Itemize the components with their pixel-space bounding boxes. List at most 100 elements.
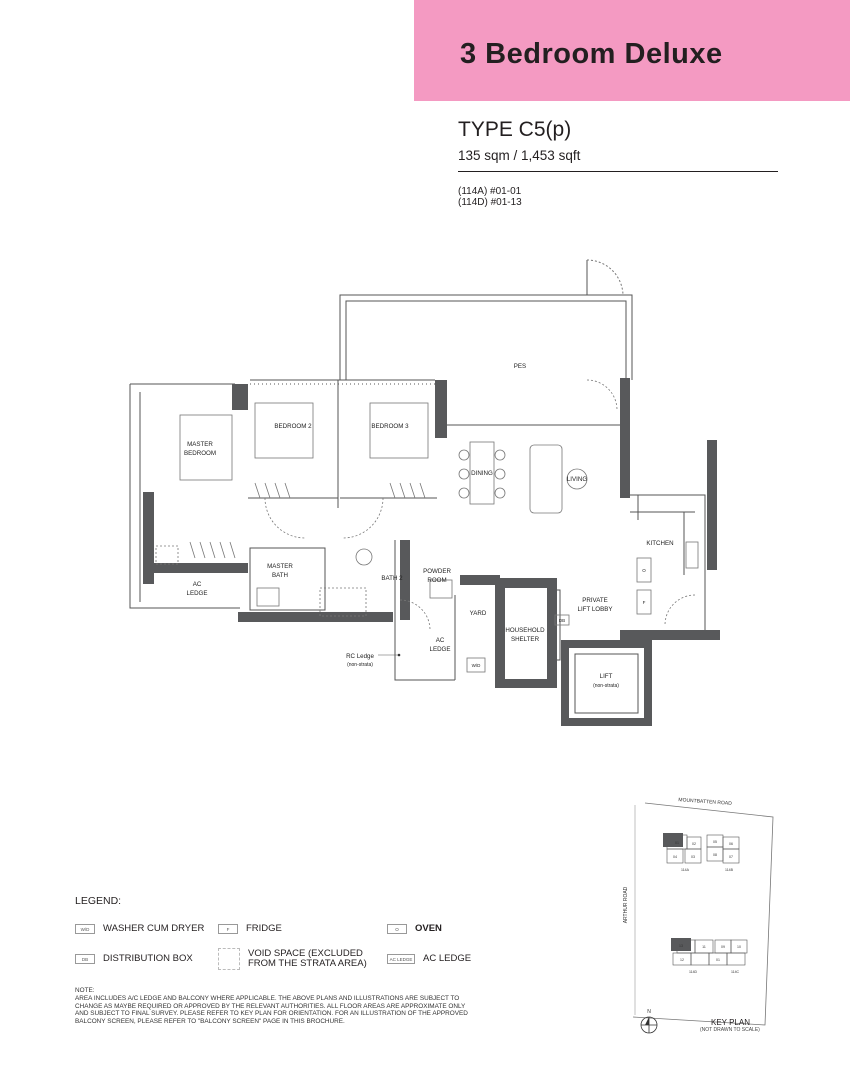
dining-chair	[458, 468, 470, 480]
block-unit	[722, 848, 740, 864]
room-label-pes: PES	[514, 363, 526, 370]
legend-label-line: VOID SPACE (EXCLUDED	[248, 947, 363, 959]
lift-cabin-void	[569, 648, 644, 718]
legend-item-db: DB DISTRIBUTION BOX	[75, 947, 193, 971]
legend-item-fridge: F FRIDGE	[218, 917, 282, 941]
door-swing	[586, 379, 618, 411]
room-label-powder-room: POWDER	[423, 568, 451, 575]
room-label-living: LIVING	[567, 476, 587, 483]
key-unit-no: 08	[713, 853, 717, 857]
door-swing	[399, 599, 431, 631]
legend-item-ac: AC LEDGE AC LEDGE	[387, 947, 471, 971]
room-label-bedroom-3: BEDROOM 3	[371, 423, 409, 430]
bedroom-3-wardrobe	[389, 482, 426, 499]
pes-door-swing	[586, 259, 624, 296]
key-unit-no: 05	[713, 840, 717, 844]
door-swing	[264, 497, 306, 539]
title-divider	[458, 171, 778, 172]
wall-block	[238, 612, 393, 622]
oven-legend-symbol: O	[387, 924, 407, 934]
dining-chair	[494, 449, 506, 461]
kitchen-outline	[620, 494, 706, 636]
wd-symbol-box	[466, 657, 486, 673]
wall-block	[400, 540, 410, 620]
key-unit-no: 07	[729, 855, 733, 859]
room-label-private-lift-lobby: LIFT LOBBY	[578, 606, 613, 613]
legend-item-oven: O OVEN	[387, 917, 442, 941]
dining-chair	[458, 487, 470, 499]
wall-block	[460, 575, 500, 585]
oven-symbol	[636, 557, 652, 583]
key-unit-no: 03	[691, 855, 695, 859]
wall-block	[143, 492, 154, 584]
void-legend-symbol	[218, 948, 240, 970]
unit-type-title: TYPE C5(p)	[458, 118, 572, 141]
key-unit-no: 04	[673, 855, 677, 859]
room-label-private-lift-lobby: PRIVATE	[582, 597, 608, 604]
room-label-rc-ledge: RC Ledge	[346, 653, 374, 660]
room-label-ac-ledge: AC	[193, 581, 202, 588]
master-bath-outline	[249, 547, 326, 611]
door-swing	[342, 497, 384, 539]
wardrobe-void	[155, 545, 179, 565]
oven-label: O	[642, 568, 646, 573]
room-label-ac-ledge: LEDGE	[187, 590, 208, 597]
db-symbol: DB	[559, 618, 565, 623]
block-unit	[684, 848, 702, 864]
room-label-lift: (non-strata)	[593, 683, 619, 689]
door-swing	[664, 594, 696, 626]
ac-legend-symbol: AC LEDGE	[387, 954, 415, 964]
site-boundary	[632, 802, 774, 1026]
key-plan: MOUNTBATTEN ROAD ARTHUR ROAD 0	[605, 795, 785, 1045]
master-bed	[179, 414, 233, 481]
key-unit-no: 01	[716, 958, 720, 962]
floor-plan: PES MASTER BEDROOM BEDROOM 2 BEDROOM 3 D…	[100, 250, 750, 750]
sofa	[529, 444, 563, 514]
key-unit-no: 12	[680, 958, 684, 962]
key-unit-no: 11	[702, 945, 706, 949]
db-legend-symbol: DB	[75, 954, 95, 964]
bedroom-2-bed	[254, 402, 314, 459]
master-bath-shower	[319, 587, 367, 617]
unit-area: 135 sqm / 1,453 sqft	[458, 148, 581, 163]
arthur-road-label: ARTHUR ROAD	[623, 886, 629, 923]
wall-block	[154, 563, 248, 573]
room-label-powder-room: ROOM	[427, 577, 446, 584]
pes-inner-line	[345, 300, 627, 380]
key-unit-no: 01	[675, 841, 679, 845]
pes-outline	[339, 294, 633, 380]
rc-ledge-outline	[394, 540, 455, 681]
legend-label: WASHER CUM DRYER	[103, 922, 205, 934]
room-label-master-bedroom: BEDROOM	[184, 450, 216, 457]
wall-block	[620, 378, 630, 498]
room-label-kitchen: KITCHEN	[646, 540, 673, 547]
powder-room-basin	[429, 579, 453, 599]
block-label: 114B	[725, 868, 734, 872]
unit-list: (114A) #01-01 (114D) #01-13	[458, 186, 522, 208]
page-title: 3 Bedroom Deluxe	[460, 38, 723, 70]
block-label: 114C	[731, 970, 740, 974]
fridge-symbol	[636, 589, 652, 615]
wall-block	[620, 630, 720, 640]
key-unit-no: 09	[721, 945, 725, 949]
mountbatten-road-label: MOUNTBATTEN ROAD	[678, 797, 732, 807]
room-label-yard: YARD	[470, 610, 487, 617]
wall-block	[707, 440, 717, 570]
room-label-dining: DINING	[471, 470, 493, 477]
room-label-bedroom-2: BEDROOM 2	[274, 423, 312, 430]
key-unit-no: 10	[737, 945, 741, 949]
room-label-ac-ledge-mid: AC	[436, 637, 445, 644]
note-text: AREA INCLUDES A/C LEDGE AND BALCONY WHER…	[75, 994, 468, 1026]
key-unit-no: 02	[692, 842, 696, 846]
dining-chair	[494, 468, 506, 480]
legend-label: FRIDGE	[246, 922, 282, 934]
unit-number: (114A) #01-01	[458, 186, 522, 197]
wd-legend-symbol: W/D	[75, 924, 95, 934]
title-banner: 3 Bedroom Deluxe	[414, 0, 850, 101]
room-label-master-bath: BATH	[272, 572, 288, 579]
north-arrow-pointer	[645, 1017, 649, 1025]
wall-block	[435, 380, 447, 438]
master-bath-vanity	[256, 587, 280, 607]
lift-cabin	[574, 653, 639, 714]
living-coffee-table	[566, 468, 588, 490]
